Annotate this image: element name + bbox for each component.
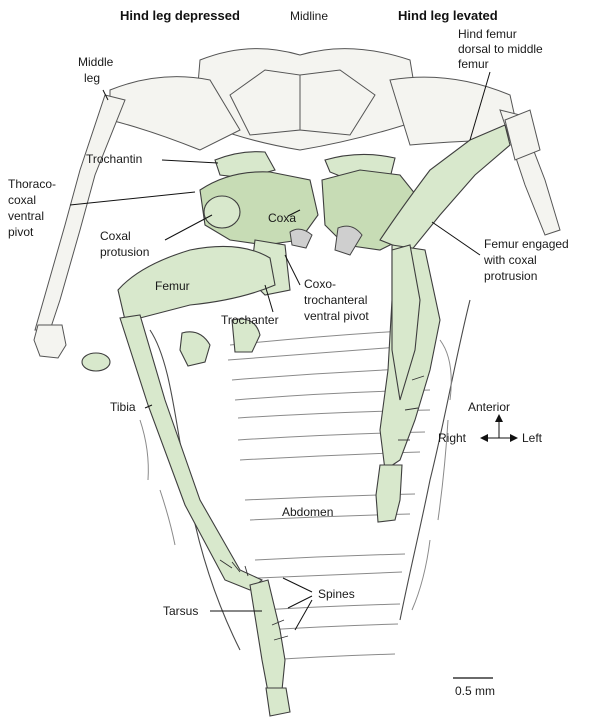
label-abdomen: Abdomen	[282, 505, 333, 519]
label-tibia: Tibia	[110, 400, 136, 414]
label-femur-left: Femur	[155, 279, 190, 293]
label-middle-leg-line2: leg	[84, 71, 100, 85]
label-thoraco-line3: ventral	[8, 209, 44, 223]
label-tarsus: Tarsus	[163, 604, 198, 618]
compass-anterior: Anterior	[468, 400, 510, 414]
middle-leg-left	[34, 95, 125, 358]
header-hind-leg-depressed: Hind leg depressed	[120, 8, 240, 23]
label-femur-engaged-line3: protrusion	[484, 269, 537, 283]
label-coxal-protusion-line1: Coxal	[100, 229, 131, 243]
label-femur-engaged-line2: with coxal	[483, 253, 537, 267]
compass-left: Left	[522, 431, 543, 445]
label-hind-femur-line2: dorsal to middle	[458, 42, 543, 56]
label-hind-femur-line1: Hind femur	[458, 27, 517, 41]
label-femur-engaged-line1: Femur engaged	[484, 237, 569, 251]
label-thoraco-line4: pivot	[8, 225, 34, 239]
middle-leg-right	[500, 110, 560, 235]
label-hind-femur-line3: femur	[458, 57, 489, 71]
label-coxa: Coxa	[268, 211, 296, 225]
label-coxal-protusion-line2: protusion	[100, 245, 149, 259]
label-trochantin: Trochantin	[86, 152, 142, 166]
compass-right: Right	[438, 431, 467, 445]
label-coxo-line3: ventral pivot	[304, 309, 369, 323]
scale-bar-label: 0.5 mm	[455, 684, 495, 698]
header-midline: Midline	[290, 9, 328, 23]
orientation-compass	[480, 414, 518, 442]
label-spines: Spines	[318, 587, 355, 601]
label-trochanter: Trochanter	[221, 313, 279, 327]
label-middle-leg-line1: Middle	[78, 55, 114, 69]
left-hind-leg	[82, 240, 290, 716]
label-coxo-line1: Coxo-	[304, 277, 336, 291]
label-thoraco-line1: Thoraco-	[8, 177, 56, 191]
label-coxo-line2: trochanteral	[304, 293, 367, 307]
header-hind-leg-levated: Hind leg levated	[398, 8, 498, 23]
label-thoraco-line2: coxal	[8, 193, 36, 207]
